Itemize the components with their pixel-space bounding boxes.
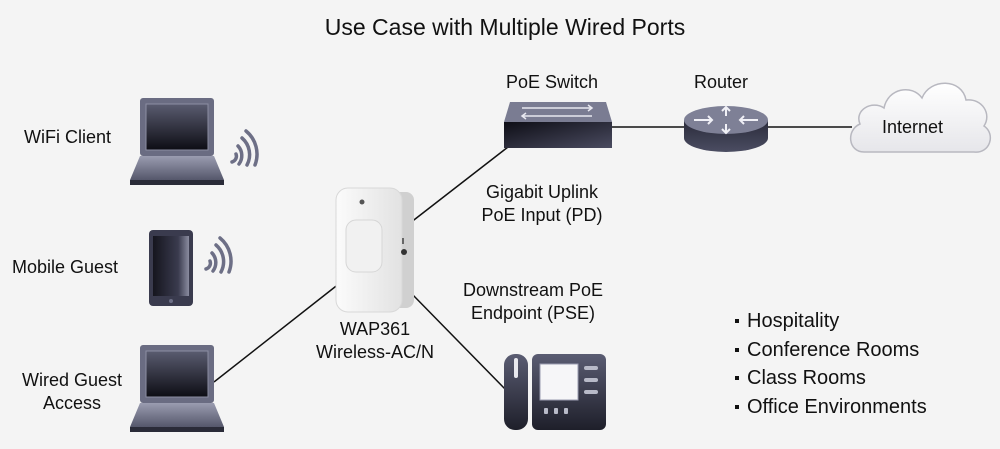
downstream-label: Downstream PoE Endpoint (PSE) — [448, 279, 618, 325]
switch-icon — [504, 102, 612, 148]
use-case-item: Conference Rooms — [735, 336, 927, 365]
use-case-item: Class Rooms — [735, 364, 927, 393]
internet-label: Internet — [882, 117, 944, 137]
wifi-signal-icon — [230, 129, 259, 167]
downstream-label-line1: Downstream PoE — [462, 280, 604, 300]
uplink-label: Gigabit Uplink PoE Input (PD) — [462, 181, 622, 227]
downstream-label-line2: Endpoint (PSE) — [470, 303, 596, 323]
wired-guest-label-line1: Wired Guest — [21, 370, 123, 390]
use-case-list: Hospitality Conference Rooms Class Rooms… — [735, 307, 927, 421]
wired-guest-label: Wired Guest Access — [12, 369, 132, 415]
use-case-item: Office Environments — [735, 393, 927, 422]
link-wired-guest-to-ap — [213, 282, 341, 383]
link-ap-to-switch — [409, 146, 509, 224]
bullet-icon — [735, 404, 739, 409]
ip-phone-icon — [504, 354, 606, 430]
laptop-icon — [130, 98, 224, 185]
bullet-icon — [735, 376, 739, 381]
wifi-signal-icon — [204, 236, 233, 274]
access-point-model: WAP361 — [339, 319, 411, 339]
access-point-type: Wireless-AC/N — [315, 342, 434, 362]
cloud-icon — [850, 82, 992, 153]
use-case-item: Hospitality — [735, 307, 927, 336]
tablet-icon — [149, 230, 193, 306]
diagram-title: Use Case with Multiple Wired Ports — [324, 14, 686, 40]
router-label: Router — [694, 72, 749, 92]
bullet-icon — [735, 319, 739, 324]
uplink-label-line2: PoE Input (PD) — [481, 205, 603, 225]
poe-switch-label: PoE Switch — [506, 72, 599, 92]
wired-guest-label-line2: Access — [42, 393, 102, 413]
mobile-guest-label: Mobile Guest — [12, 257, 119, 277]
link-ap-to-phone — [409, 291, 507, 391]
access-point-label: WAP361 Wireless-AC/N — [300, 318, 450, 364]
laptop-icon — [130, 345, 224, 432]
access-point-icon — [335, 187, 414, 313]
router-icon — [684, 105, 768, 152]
wifi-client-label: WiFi Client — [24, 127, 112, 147]
uplink-label-line1: Gigabit Uplink — [485, 182, 599, 202]
bullet-icon — [735, 347, 739, 352]
